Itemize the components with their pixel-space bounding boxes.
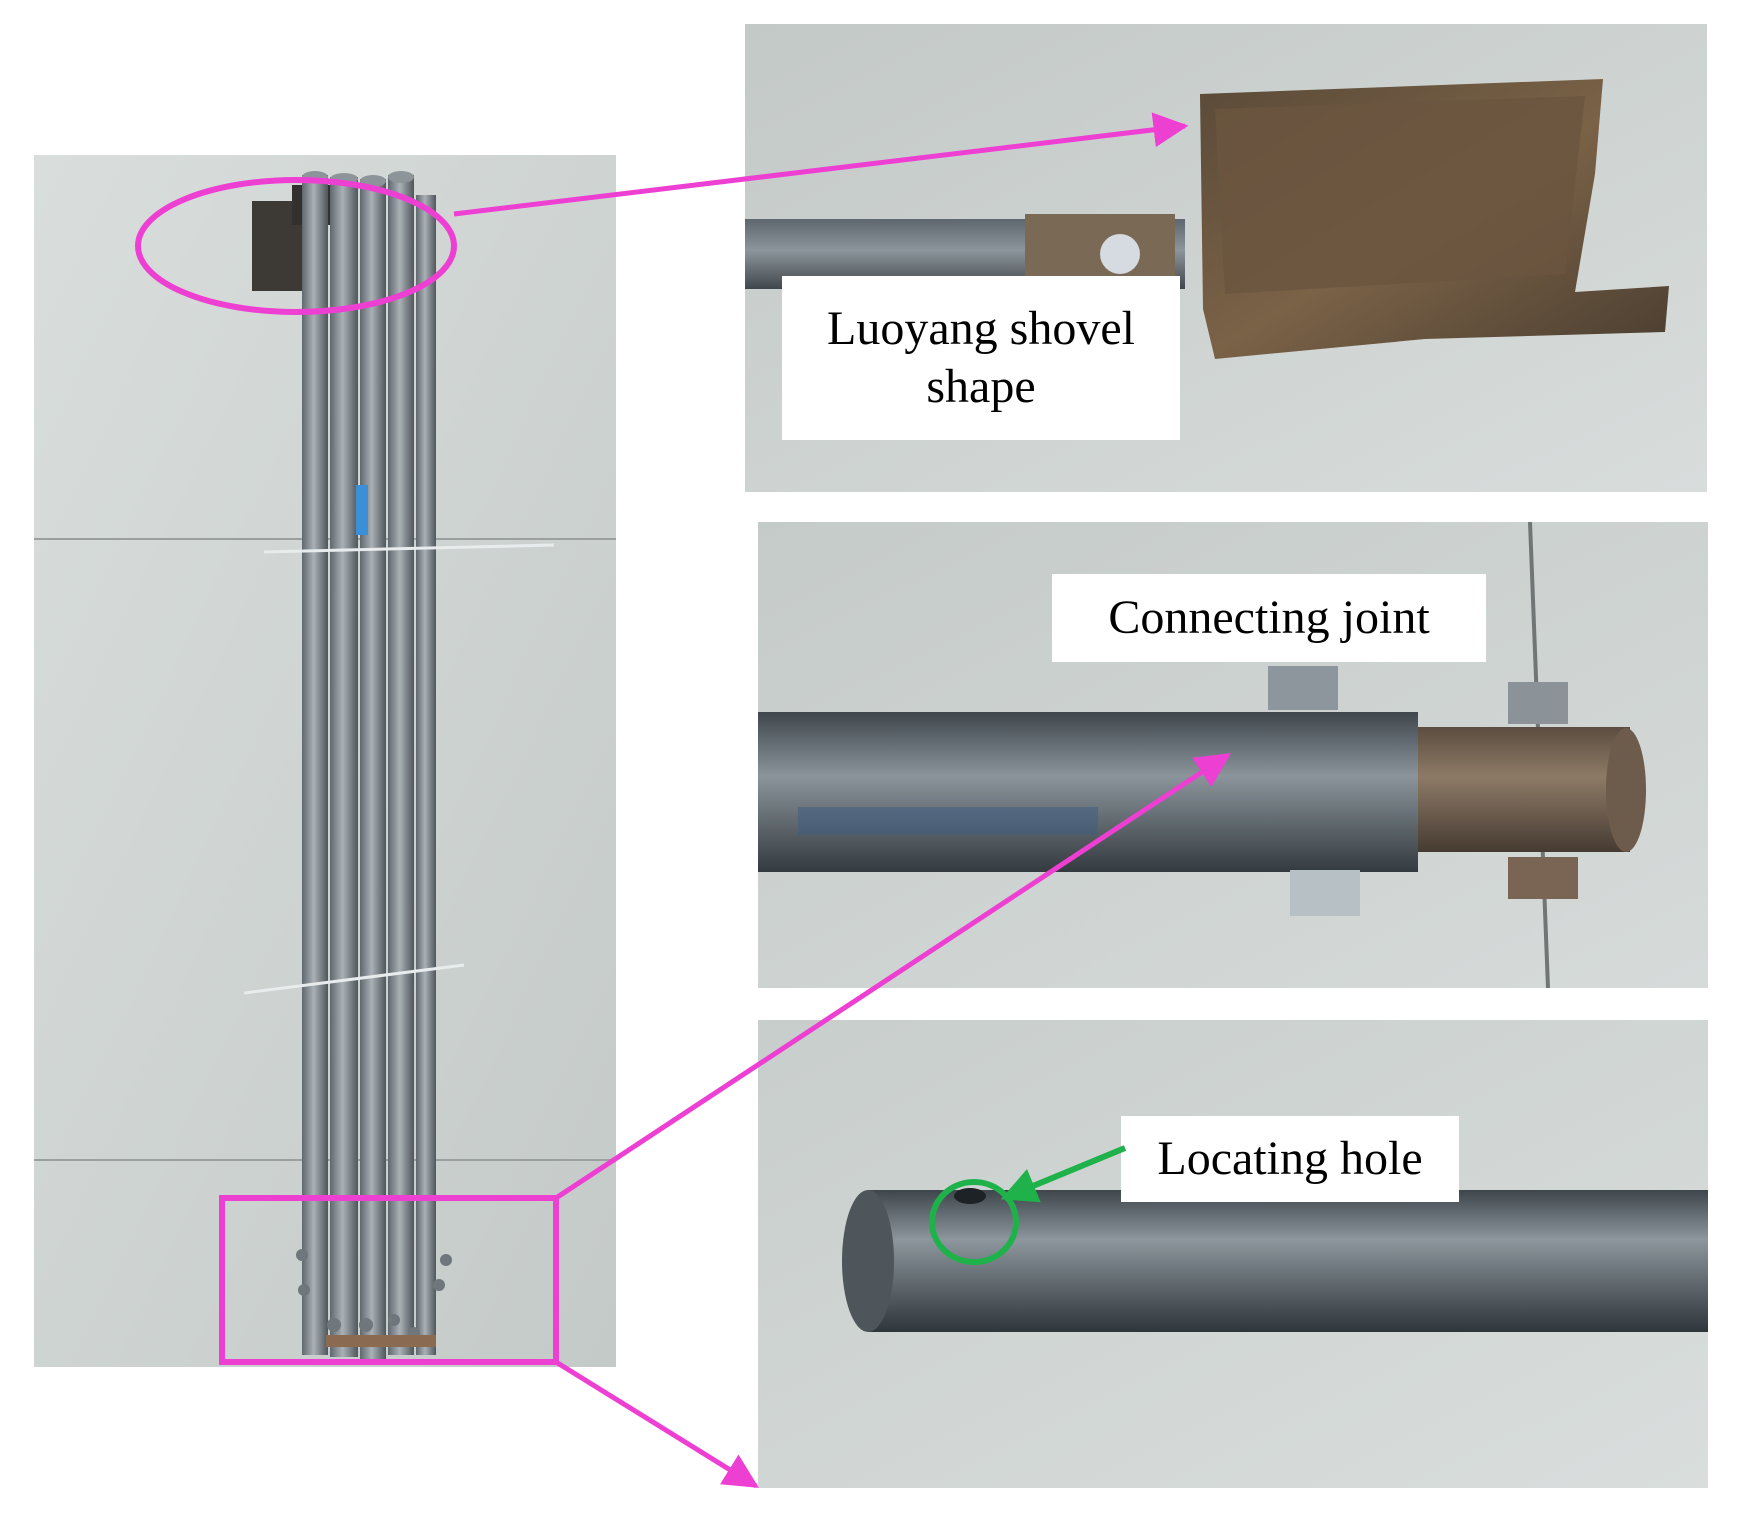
rod-bundle-photo [34,155,616,1367]
shovel-label-line2: shape [926,360,1036,413]
connecting-joint-text: Connecting joint [1108,591,1430,645]
locating-hole-text: Locating hole [1157,1132,1423,1186]
hole-callout-arrow [554,1359,759,1489]
locating-hole-label: Locating hole [1121,1116,1459,1202]
shovel-closeup-photo: Luoyang shovel shape [745,24,1707,492]
shovel-label-line1: Luoyang shovel [827,302,1135,356]
connecting-joint-label: Connecting joint [1052,574,1486,662]
shovel-shape-label: Luoyang shovel shape [782,276,1180,440]
connecting-joint-photo: Connecting joint [758,522,1708,988]
locating-hole-photo: Locating hole [758,1020,1708,1488]
